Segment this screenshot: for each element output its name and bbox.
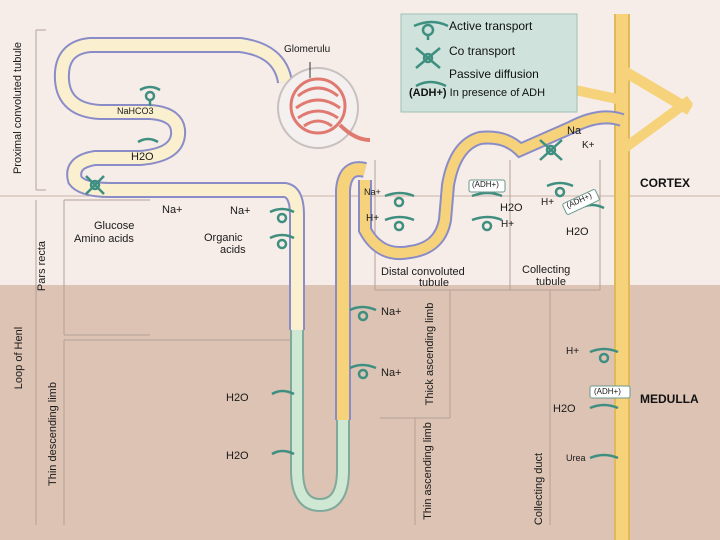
label-amino-acids: Amino acids [74, 233, 134, 245]
label-loop-henle: Loop of Henl [13, 326, 25, 390]
label-na-dct: Na+ [364, 187, 381, 197]
legend-passive-icon [415, 80, 447, 88]
label-organic: Organic [204, 232, 243, 244]
loop-of-henle [290, 330, 350, 513]
legend-row-co: Co transport [401, 41, 577, 63]
label-thin-ascending: Thin ascending limb [422, 422, 434, 520]
label-acids: acids [220, 244, 246, 256]
label-h-medulla: H+ [566, 346, 580, 357]
label-na-proximal: Na+ [162, 204, 183, 216]
label-na-cd: Na [567, 125, 582, 137]
distal-tubule [358, 110, 625, 260]
label-nahco3: NaHCO3 [117, 106, 154, 116]
thick-ascending-limb [335, 161, 367, 420]
legend-active-label: Active transport [449, 19, 533, 33]
legend-box [400, 13, 578, 113]
label-h-cd: H+ [541, 197, 555, 208]
label-h2o-medulla: H2O [553, 403, 576, 415]
label-h2o-tdl-2: H2O [226, 450, 249, 462]
legend-row-passive: Passive diffusion [401, 64, 577, 86]
label-h2o-dct: H2O [500, 202, 523, 214]
legend-co-icon [415, 47, 441, 69]
label-adh-dct: (ADH+) [472, 180, 499, 189]
label-adh-medulla: (ADH+) [594, 387, 621, 396]
medulla-background [0, 285, 720, 540]
label-dct-1: Distal convoluted [381, 266, 465, 278]
label-h2o-proximal: H2O [131, 151, 154, 163]
label-na-tal-2: Na+ [381, 367, 402, 379]
legend-adh-tag-text: (ADH+) [409, 87, 447, 99]
legend-passive-label: Passive diffusion [449, 67, 539, 81]
label-h2o-tdl-1: H2O [226, 392, 249, 404]
legend-row-active: Active transport [401, 16, 577, 38]
label-collecting-duct: Collecting duct [533, 452, 545, 526]
label-glucose: Glucose [94, 220, 135, 232]
medulla-label: MEDULLA [640, 392, 699, 406]
transport-icons [85, 85, 619, 460]
adh-tag-boxes [468, 179, 631, 399]
label-glomerulus: Glomerulu [284, 44, 331, 55]
legend-adh-text: In presence of ADH [449, 87, 546, 99]
label-proximal-tubule: Proximal convoluted tubule [12, 41, 24, 175]
cortex-label: CORTEX [640, 176, 691, 190]
label-thick-ascending: Thick ascending limb [424, 302, 436, 406]
legend-active-icon [413, 20, 449, 40]
label-dct-2: tubule [419, 277, 449, 289]
legend-co-label: Co transport [449, 44, 516, 58]
region-brackets [35, 29, 601, 525]
label-cd-1: Collecting [522, 264, 571, 276]
label-h2o-cd: H2O [566, 226, 589, 238]
label-k-cd: K+ [582, 140, 595, 151]
label-h-dct: H+ [366, 213, 380, 224]
legend-row-adh: (ADH+) In presence of ADH [401, 84, 577, 106]
glomerulus [277, 62, 371, 149]
label-h-dct-2: H+ [501, 219, 515, 230]
label-thin-descending: Thin descending limb [47, 382, 59, 486]
collecting-duct-tube [573, 14, 693, 540]
label-pars-recta: Pars recta [36, 240, 48, 292]
label-cd-2: tubule [536, 276, 566, 288]
label-na-tal-1: Na+ [381, 306, 402, 318]
label-na-pars-recta: Na+ [230, 205, 251, 217]
legend-adh-tag: (ADH+) In presence of ADH [409, 87, 545, 99]
legend: Active transport Co transport Passive di… [401, 14, 577, 112]
label-urea: Urea [566, 453, 586, 463]
